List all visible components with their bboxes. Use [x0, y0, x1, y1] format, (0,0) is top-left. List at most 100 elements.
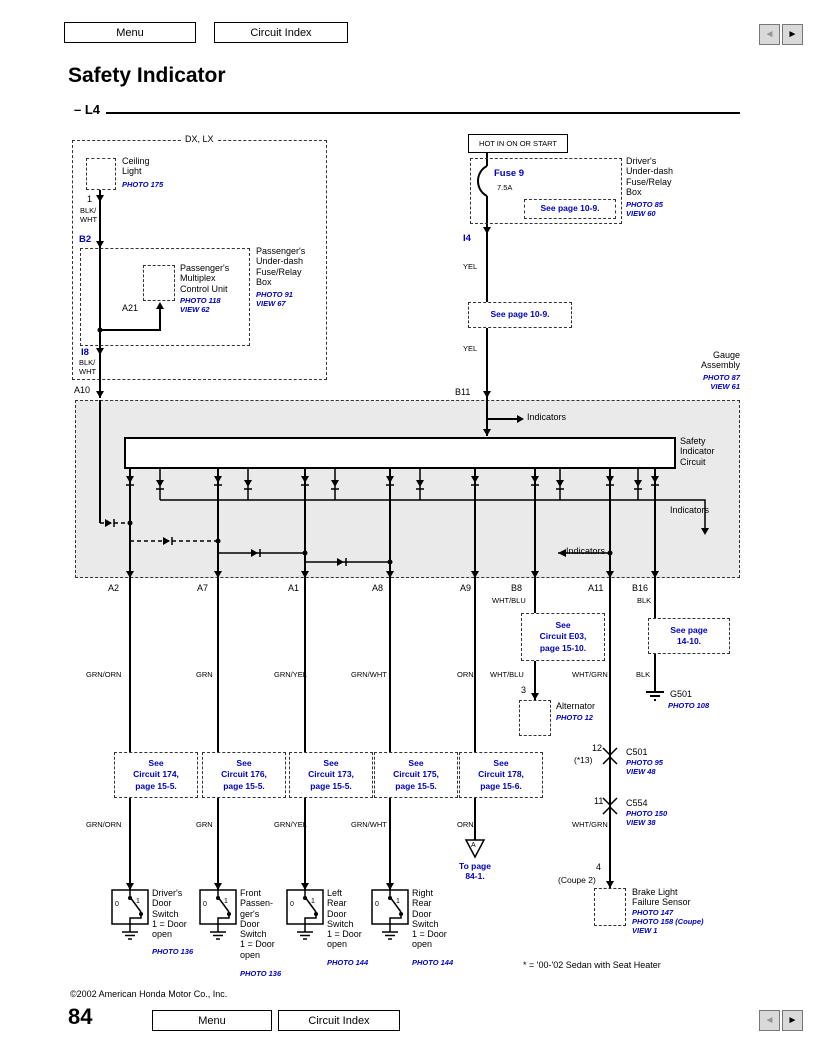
switch2-contact-1-label: 1 — [224, 898, 228, 905]
pin-a8-label: A8 — [372, 583, 384, 593]
pin-b16-label: B16 — [632, 583, 649, 593]
see-circuit-174-link[interactable]: See Circuit 174, page 15-5. — [114, 752, 198, 798]
pin-a2-label: A2 — [108, 583, 120, 593]
diode-symbols — [105, 476, 659, 566]
indicators-label-right: Indicators — [670, 505, 710, 515]
wire-color-wht-blu-1: WHT/BLU — [490, 670, 524, 679]
dx-lx-label: DX, LX — [182, 134, 217, 144]
see-page-10-9-link-b[interactable]: See page 10-9. — [468, 302, 572, 328]
connector-c501-ref: PHOTO 95 VIEW 48 — [626, 758, 663, 777]
copyright: ©2002 American Honda Motor Co., Inc. — [70, 989, 228, 999]
brake-sensor-ref: PHOTO 147 PHOTO 158 (Coupe) VIEW 1 — [632, 908, 704, 936]
see-circuit-178-link[interactable]: See Circuit 178, page 15-6. — [459, 752, 543, 798]
brake-sensor-label: Brake Light Failure Sensor — [632, 887, 691, 908]
pin-b8-label: B8 — [511, 583, 523, 593]
driver-fuse-box-ref: PHOTO 85 VIEW 60 — [626, 200, 663, 219]
pin-b11-label: B11 — [455, 387, 471, 397]
connector-b2-label: B2 — [79, 234, 92, 245]
ground-g501-label: G501 — [670, 689, 693, 699]
door-switch-label-4: Right Rear Door Switch 1 = Door open — [412, 888, 447, 950]
wire-color-blk-top: BLK — [637, 596, 652, 605]
circuit-index-button[interactable]: Circuit Index — [214, 22, 348, 43]
pin-a9-label: A9 — [460, 583, 472, 593]
switch3-contact-0-label: 0 — [290, 901, 294, 908]
switch2-contact-0-label: 0 — [203, 901, 207, 908]
fuse-amps-label: 7.5A — [497, 183, 513, 192]
wire-color-yel-2: YEL — [463, 344, 478, 353]
connector-i8-label: I8 — [81, 347, 89, 358]
multiplex-unit-box — [143, 265, 175, 301]
connector-i4-label: I4 — [463, 233, 471, 244]
switch4-contact-0-label: 0 — [375, 901, 379, 908]
wire-color-grn-yel-1: GRN/YEL — [274, 670, 307, 679]
page-title: Safety Indicator — [68, 64, 226, 87]
passenger-fuse-box-label: Passenger's Under-dash Fuse/Relay Box — [256, 246, 306, 287]
nav-prev-button-bottom[interactable]: ◄ — [759, 1010, 780, 1031]
wire-color-orn-2: ORN — [457, 820, 474, 829]
connector-c554-ref: PHOTO 150 VIEW 38 — [626, 809, 668, 828]
ceiling-light-photo-ref: PHOTO 175 — [122, 180, 164, 189]
wire-color-grn-2: GRN — [196, 820, 213, 829]
brake-sensor-pin: 4 — [596, 862, 602, 872]
nav-next-button[interactable]: ► — [782, 24, 803, 45]
pin-1-label: 1 — [87, 194, 93, 204]
pin-a11-label: A11 — [588, 583, 604, 593]
gauge-assembly-label: Gauge Assembly — [700, 350, 740, 371]
nav-next-button-bottom[interactable]: ► — [782, 1010, 803, 1031]
pin-a21-label: A21 — [122, 303, 139, 313]
connector-c501-label: C501 — [626, 747, 648, 757]
see-circuit-e03-link[interactable]: See Circuit E03, page 15-10. — [521, 613, 605, 661]
footnote: * = '00-'02 Sedan with Seat Heater — [523, 960, 661, 970]
alternator-photo-ref: PHOTO 12 — [556, 713, 593, 722]
pin-a10-label: A10 — [74, 385, 91, 395]
to-page-84-1-link[interactable]: To page 84-1. — [459, 861, 491, 881]
g501-photo-ref: PHOTO 108 — [668, 701, 710, 710]
door-switch-symbols — [111, 889, 409, 940]
nav-prev-button[interactable]: ◄ — [759, 24, 780, 45]
connector-c554-label: C554 — [626, 798, 648, 808]
wire-color-blk-1: BLK — [636, 670, 651, 679]
passenger-fuse-box-ref: PHOTO 91 VIEW 67 — [256, 290, 293, 309]
ceiling-light-box — [86, 158, 116, 190]
alternator-box — [519, 700, 551, 736]
wire-color-grn-1: GRN — [196, 670, 213, 679]
connector-c501-pin: 12 — [592, 743, 603, 753]
see-page-14-10-link[interactable]: See page 14-10. — [648, 618, 730, 654]
switch1-contact-0-label: 0 — [115, 901, 119, 908]
wire-color-grn-orn-1: GRN/ORN — [86, 670, 122, 679]
ground-symbols — [646, 691, 664, 701]
connector-c501-note: (*13) — [574, 755, 593, 765]
see-circuit-176-link[interactable]: See Circuit 176, page 15-5. — [202, 752, 286, 798]
wire-color-wht-grn-2: WHT/GRN — [572, 820, 608, 829]
wire-color-blk-wht-2: BLK/ WHT — [79, 358, 97, 376]
brake-sensor-box — [594, 888, 626, 926]
see-circuit-175-link[interactable]: See Circuit 175, page 15-5. — [374, 752, 458, 798]
menu-button[interactable]: Menu — [64, 22, 196, 43]
circuit-index-button-bottom[interactable]: Circuit Index — [278, 1010, 400, 1031]
wire-color-blk-wht-1: BLK/ WHT — [80, 206, 98, 224]
switch4-contact-1-label: 1 — [396, 898, 400, 905]
multiplex-unit-label: Passenger's Multiplex Control Unit — [180, 263, 230, 294]
driver-fuse-box-label: Driver's Under-dash Fuse/Relay Box — [626, 156, 674, 197]
fuse-9-label: Fuse 9 — [494, 168, 525, 179]
brake-sensor-note: (Coupe 2) — [558, 875, 596, 885]
junction-dots — [97, 327, 613, 565]
dashed-variant-wires — [100, 522, 218, 542]
to-page-triangle-symbol — [464, 839, 486, 859]
wire-color-orn-1: ORN — [457, 670, 474, 679]
see-circuit-173-link[interactable]: See Circuit 173, page 15-5. — [289, 752, 373, 798]
page-number: 84 — [68, 1004, 93, 1029]
gauge-assembly-region — [75, 400, 740, 578]
indicators-label-mid: Indicators — [566, 546, 606, 556]
menu-button-bottom[interactable]: Menu — [152, 1010, 272, 1031]
wire-color-grn-orn-2: GRN/ORN — [86, 820, 122, 829]
door-switch-photo-3: PHOTO 144 — [327, 958, 369, 967]
wire-color-grn-wht-1: GRN/WHT — [351, 670, 387, 679]
safety-indicator-circuit-box — [124, 437, 676, 469]
see-page-10-9-link-a[interactable]: See page 10-9. — [524, 199, 616, 219]
wire-color-grn-yel-2: GRN/YEL — [274, 820, 307, 829]
wire-color-grn-wht-2: GRN/WHT — [351, 820, 387, 829]
switch1-contact-1-label: 1 — [136, 898, 140, 905]
wire-color-wht-blu-top: WHT/BLU — [492, 596, 526, 605]
